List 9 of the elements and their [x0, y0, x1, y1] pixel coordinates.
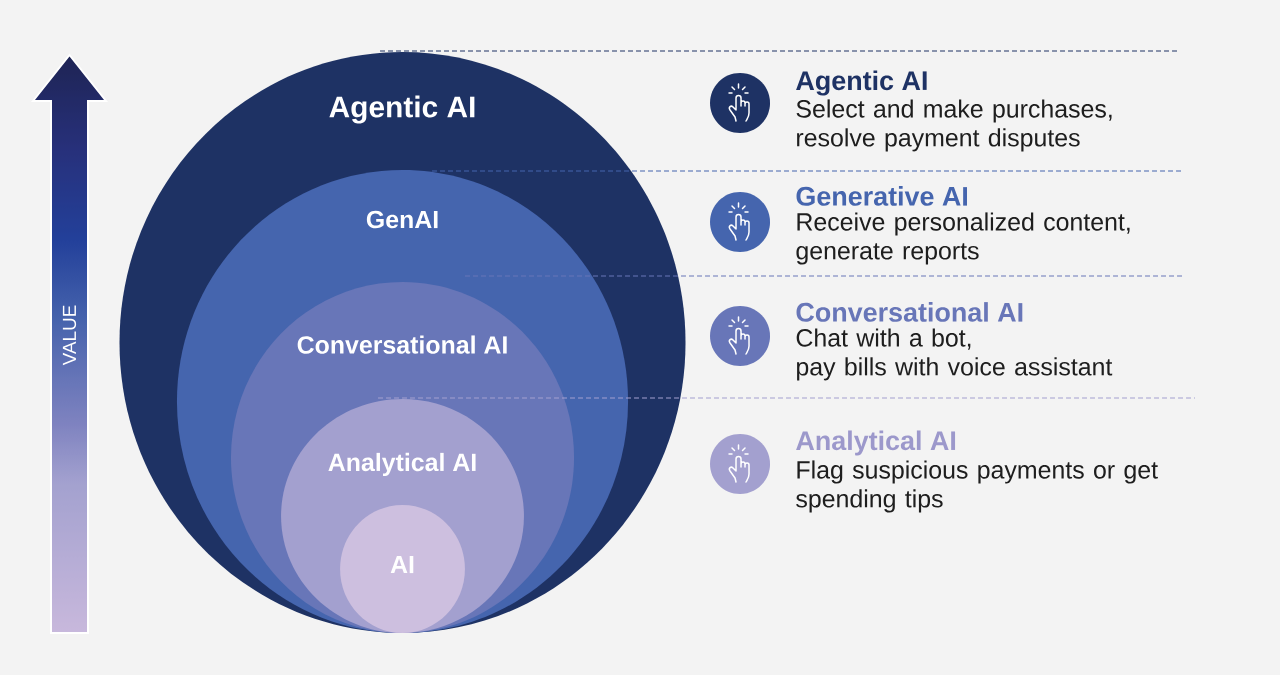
arrow-label: VALUE — [62, 305, 77, 366]
heading: Conversational AI — [796, 302, 1023, 322]
description: Receive personalized content, generate reports — [796, 212, 1130, 265]
description: Select and make purchases, resolve payment disputes — [796, 99, 1112, 152]
heading: Analytical AI — [796, 430, 956, 456]
heading: Generative AI — [796, 186, 967, 206]
heading: Agentic AI — [796, 70, 927, 96]
description: Chat with a bot, pay bills with voice assistant — [796, 328, 1113, 381]
description: Flag suspicious payments or get spending tips — [796, 460, 1158, 513]
